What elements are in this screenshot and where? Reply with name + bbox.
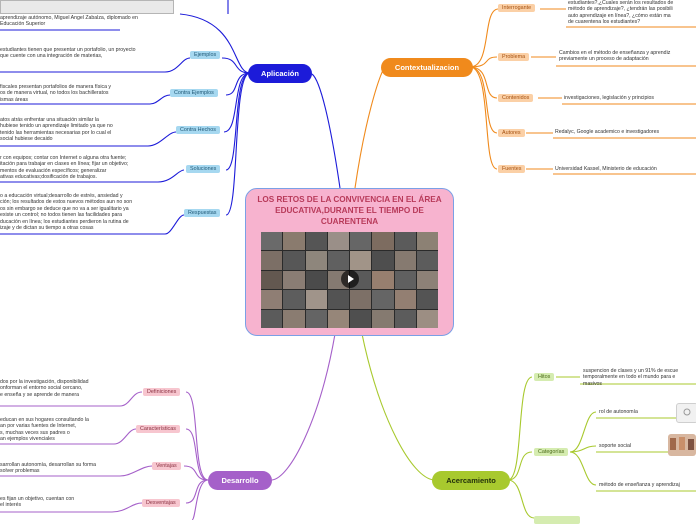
label-respuestas[interactable]: Respuestas [184, 209, 221, 217]
categoria-rol-autonomia: rol de autonomía [599, 409, 638, 415]
text-respuestas: o a educación virtual;desarrollo de estr… [0, 193, 133, 232]
branch-acercamiento[interactable]: Acercamiento [432, 471, 510, 490]
label-contra-ejemplos[interactable]: Contra Ejemplos [170, 89, 218, 97]
label-contra-hechos[interactable]: Contra Hechos [176, 126, 220, 134]
play-icon[interactable] [341, 270, 359, 288]
label-interrogante[interactable]: Interrogante [498, 4, 536, 12]
label-problema[interactable]: Problema [498, 53, 530, 61]
photo-icon [670, 437, 694, 450]
label-partial-offscreen[interactable] [534, 516, 580, 524]
text-contenidos: investigaciones, legislación y principio… [564, 95, 654, 101]
text-hitos: suspencion de clases y un 91% de escue t… [583, 368, 679, 387]
label-fuentes[interactable]: Fuentes [498, 165, 526, 173]
label-caracteristicas[interactable]: Características [136, 425, 180, 433]
text-caracteristicas: educan en sus hogares consultando la an … [0, 417, 89, 443]
text-contra-ejemplos: fiscales presentan portafolios de manera… [0, 84, 112, 103]
video-call-image[interactable] [261, 232, 438, 328]
label-ventajas[interactable]: Ventajas [152, 462, 181, 470]
label-autores[interactable]: Autores [498, 129, 525, 137]
branch-contextualizacion[interactable]: Contextualizacion [381, 58, 473, 77]
branch-desarrollo[interactable]: Desarrollo [208, 471, 272, 490]
label-desventajas[interactable]: Desventajas [142, 499, 180, 507]
branch-aplicacion[interactable]: Aplicación [248, 64, 312, 83]
label-ejemplos[interactable]: Ejemplos [190, 51, 221, 59]
text-interrogante: estudiantes?,¿Cuales serán los resultado… [568, 0, 674, 26]
aplicacion-top-text: aprendizaje autónomo, Miguel Angel Zabal… [0, 15, 138, 28]
text-ejemplos: estudiantes tienen que presentar un port… [0, 47, 136, 60]
people-icon-image [676, 403, 696, 423]
central-topic[interactable]: LOS RETOS DE LA CONVIVENCIA EN EL ÁREA E… [245, 188, 454, 336]
text-soluciones: r con equipos; contar con Internet o alg… [0, 155, 129, 181]
text-desventajas: es fijan un objetivo, cuentan con el int… [0, 496, 75, 509]
text-problema: Cambios en el método de enseñanza y apre… [559, 50, 671, 63]
text-fuentes: Universidad Kassel, Ministerio de educac… [555, 166, 657, 172]
label-hitos[interactable]: Hitos [534, 373, 555, 381]
partial-image [0, 0, 174, 14]
label-soluciones[interactable]: Soluciones [186, 165, 221, 173]
categoria-soporte-social: soporte social [599, 443, 632, 449]
label-contenidos[interactable]: Contenidos [498, 94, 534, 102]
text-autores: Redalyc, Google academico e investigador… [555, 129, 660, 135]
text-contra-hechos: atos atrás enfrentar una situación simil… [0, 117, 113, 143]
text-ventajas: sarrollan autonomía, desarrollan su form… [0, 462, 97, 475]
central-topic-title: LOS RETOS DE LA CONVIVENCIA EN EL ÁREA E… [257, 195, 442, 226]
text-definiciones: dos por la investigación, disponibilidad… [0, 379, 89, 398]
label-definiciones[interactable]: Definiciones [143, 388, 181, 396]
students-photo [668, 434, 696, 456]
categoria-metodo-ensenanza: método de enseñanza y aprendizaj [599, 482, 680, 488]
label-categorias[interactable]: Categorías [534, 448, 569, 456]
group-icon [683, 408, 691, 416]
